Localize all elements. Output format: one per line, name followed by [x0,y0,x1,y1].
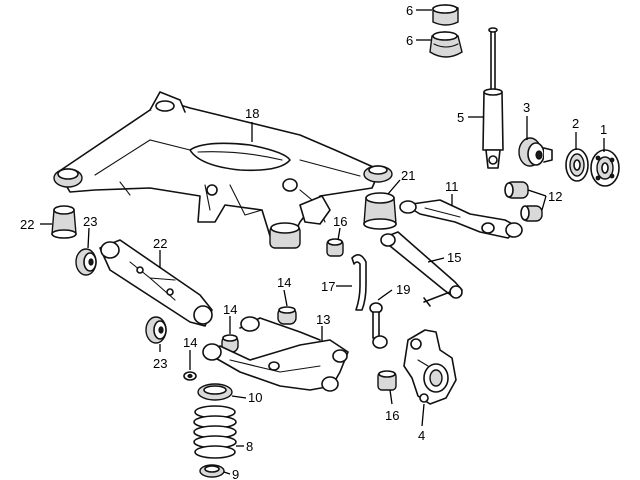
rear-subframe [53,91,393,249]
callout-10: 10 [248,390,262,405]
callout-14-a: 14 [277,275,291,290]
link-bushing [377,370,397,391]
callout-14-b: 14 [223,302,237,317]
leader-lines [40,9,605,475]
dust-boot [429,31,463,58]
arm-bushing-lower [145,316,167,344]
callout-5: 5 [457,110,464,125]
callout-21-left: 22 [20,217,34,232]
coil-spring [193,405,237,459]
lower-control-arm [202,316,349,392]
callout-18: 16 [333,214,347,229]
callout-11: 11 [445,179,459,194]
callout-20: 18 [245,106,259,121]
callout-1: 1 [600,122,607,137]
callout-22: 22 [153,236,167,251]
callout-16: 16 [385,408,399,423]
callout-15: 15 [447,250,461,265]
strut-bumper [432,4,459,26]
callout-labels: 6 6 5 3 2 1 18 21 11 12 22 23 16 22 15 1… [20,3,607,480]
control-arm-bushing-a [277,306,297,325]
callout-19: 19 [396,282,410,297]
callout-4: 4 [418,428,425,443]
callout-9: 9 [232,467,239,480]
wheel-bearing-housing [518,137,553,167]
callout-7: 6 [406,3,413,18]
callout-12: 12 [548,189,562,204]
callout-17: 17 [321,279,335,294]
wheel-hub [590,149,620,187]
knuckle [403,329,457,405]
spring-seat-lower [199,464,225,478]
subframe-bushing-left [51,205,77,239]
shock-absorber [482,27,504,169]
control-arm-bushing-lower [520,205,543,222]
lower-trailing-arm [99,239,213,327]
subframe-bushing-right [363,192,397,230]
arm-bushing-upper [75,248,97,276]
spring-seat-upper [197,383,233,401]
callout-14-c: 14 [183,335,197,350]
callout-3: 3 [523,100,530,115]
stabilizer-link [369,302,388,349]
control-arm-bushing-upper [504,181,529,199]
control-arm-bushing-c [183,371,197,381]
callout-8: 8 [246,439,253,454]
callout-6: 6 [406,33,413,48]
callout-13: 13 [316,312,330,327]
callout-21-right: 21 [401,168,415,183]
callout-2: 2 [572,116,579,131]
callout-23-upper: 23 [83,214,97,229]
stabilizer-bar [351,254,367,311]
stabilizer-bushing [326,238,344,257]
upper-control-arm [399,199,523,239]
callout-23-lower: 23 [153,356,167,371]
wheel-bearing [565,148,589,182]
toe-control-link [380,231,463,307]
